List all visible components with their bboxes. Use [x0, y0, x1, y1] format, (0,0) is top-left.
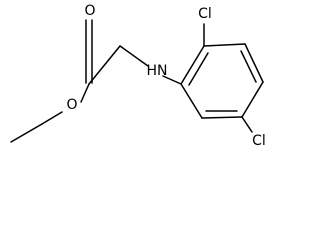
bonds [10, 19, 264, 143]
bond-ring-inner-c1-c2 [188, 52, 209, 86]
bond-ester-oxygen-carbonyl-carbon [80, 83, 90, 103]
bond-ring-c4-c5 [241, 81, 264, 118]
atom-label-carbonyl-oxygen: O [84, 3, 95, 19]
bond-ring-c2-c3 [203, 43, 246, 47]
atom-labels: O O HN Cl Cl [66, 3, 265, 149]
bond-carbonyl-alpha-carbon [88, 45, 121, 85]
atom-label-ester-oxygen: O [66, 97, 77, 113]
bond-ring-c5-c6 [201, 116, 243, 119]
atom-label-amine: HN [147, 63, 168, 79]
bond-alpha-carbon-nitrogen [119, 45, 149, 67]
bond-ring-inner-c3-c4 [240, 50, 257, 83]
molecule-structure-diagram: O O HN Cl Cl [10, 3, 266, 149]
bond-ring-chlorine-bottom [241, 116, 253, 133]
atom-label-chlorine-bottom: Cl [252, 133, 266, 149]
bond-methyl-ch2 [10, 123, 43, 143]
bond-nitrogen-ring [162, 75, 182, 85]
atom-label-chlorine-top: Cl [198, 6, 212, 22]
bond-ring-c6-c1 [180, 83, 203, 119]
bond-ring-c3-c4 [244, 43, 264, 83]
bond-ring-c1-c2 [180, 45, 205, 85]
bond-ch2-ester-oxygen [41, 111, 63, 125]
